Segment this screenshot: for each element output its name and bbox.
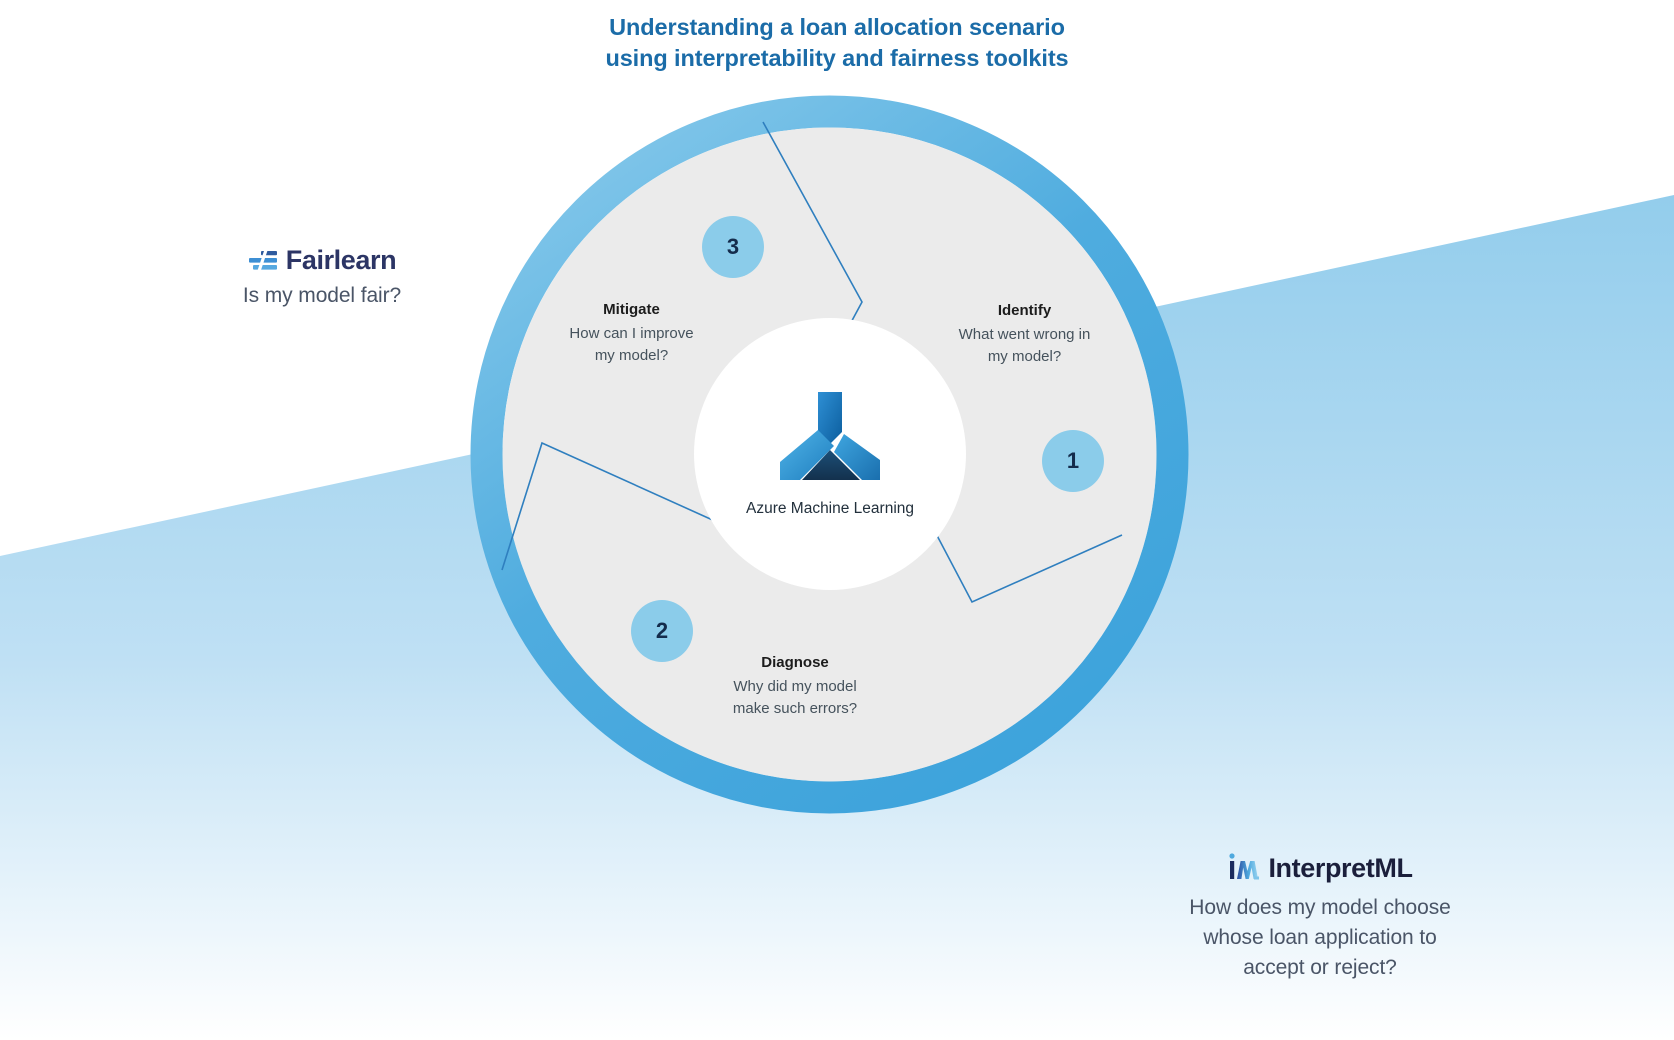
interpretml-tagline-line2: whose loan application to xyxy=(1203,926,1437,950)
interpretml-tagline-line3: accept or reject? xyxy=(1243,956,1397,980)
segment-label-identify: Identify What went wrong in my model? xyxy=(932,300,1117,367)
center-hub: Azure Machine Learning xyxy=(694,318,966,590)
interpretml-logo-icon xyxy=(1229,853,1260,880)
interpretml-logo-row: InterpretML xyxy=(1110,852,1530,884)
page-title-line-2: using interpretability and fairness tool… xyxy=(605,45,1069,72)
fairlearn-name: Fairlearn xyxy=(285,245,397,275)
segment-label-mitigate: Mitigate How can I improve my model? xyxy=(539,299,724,366)
hub-label: Azure Machine Learning xyxy=(745,500,915,517)
segment-desc-mitigate-line1: How can I improve xyxy=(569,325,694,343)
fairlearn-block: Fairlearn Is my model fair? xyxy=(172,245,472,308)
outer-ring xyxy=(470,95,1189,814)
fairlearn-tagline: Is my model fair? xyxy=(242,284,402,307)
divider-chevron-left xyxy=(501,441,718,571)
page-title: Understanding a loan allocation scenario… xyxy=(0,12,1674,75)
interpretml-tagline-line1: How does my model choose xyxy=(1189,896,1451,919)
step-bubble-2: 2 xyxy=(631,600,693,662)
segment-desc-identify-line2: my model? xyxy=(987,347,1062,365)
segment-desc-mitigate: How can I improve my model? xyxy=(539,323,724,366)
segment-desc-identify: What went wrong in my model? xyxy=(932,324,1117,367)
divider-chevron-right xyxy=(921,506,1123,604)
interpretml-name: InterpretML xyxy=(1268,852,1413,883)
segment-desc-mitigate-line2: my model? xyxy=(594,346,669,364)
interpretml-block: InterpretML How does my model choose who… xyxy=(1110,852,1530,984)
segment-desc-diagnose-line1: Why did my model xyxy=(733,678,857,696)
segment-title-diagnose: Diagnose xyxy=(761,654,829,671)
fairlearn-logo-row: Fairlearn xyxy=(172,245,472,276)
fairlearn-logo-icon xyxy=(248,247,277,273)
segment-title-mitigate: Mitigate xyxy=(603,301,660,318)
page-title-line-1: Understanding a loan allocation scenario xyxy=(609,14,1065,40)
step-bubble-3: 3 xyxy=(702,216,764,278)
azure-machine-learning-logo xyxy=(780,392,880,480)
segment-label-diagnose: Diagnose Why did my model make such erro… xyxy=(700,652,890,719)
interpretml-tagline: How does my model choose whose loan appl… xyxy=(1110,893,1530,984)
segment-desc-diagnose: Why did my model make such errors? xyxy=(700,676,890,719)
segment-title-identify: Identify xyxy=(997,302,1052,319)
step-bubble-1: 1 xyxy=(1042,430,1104,492)
segment-desc-identify-line1: What went wrong in xyxy=(958,326,1091,344)
segment-desc-diagnose-line2: make such errors? xyxy=(732,699,858,717)
